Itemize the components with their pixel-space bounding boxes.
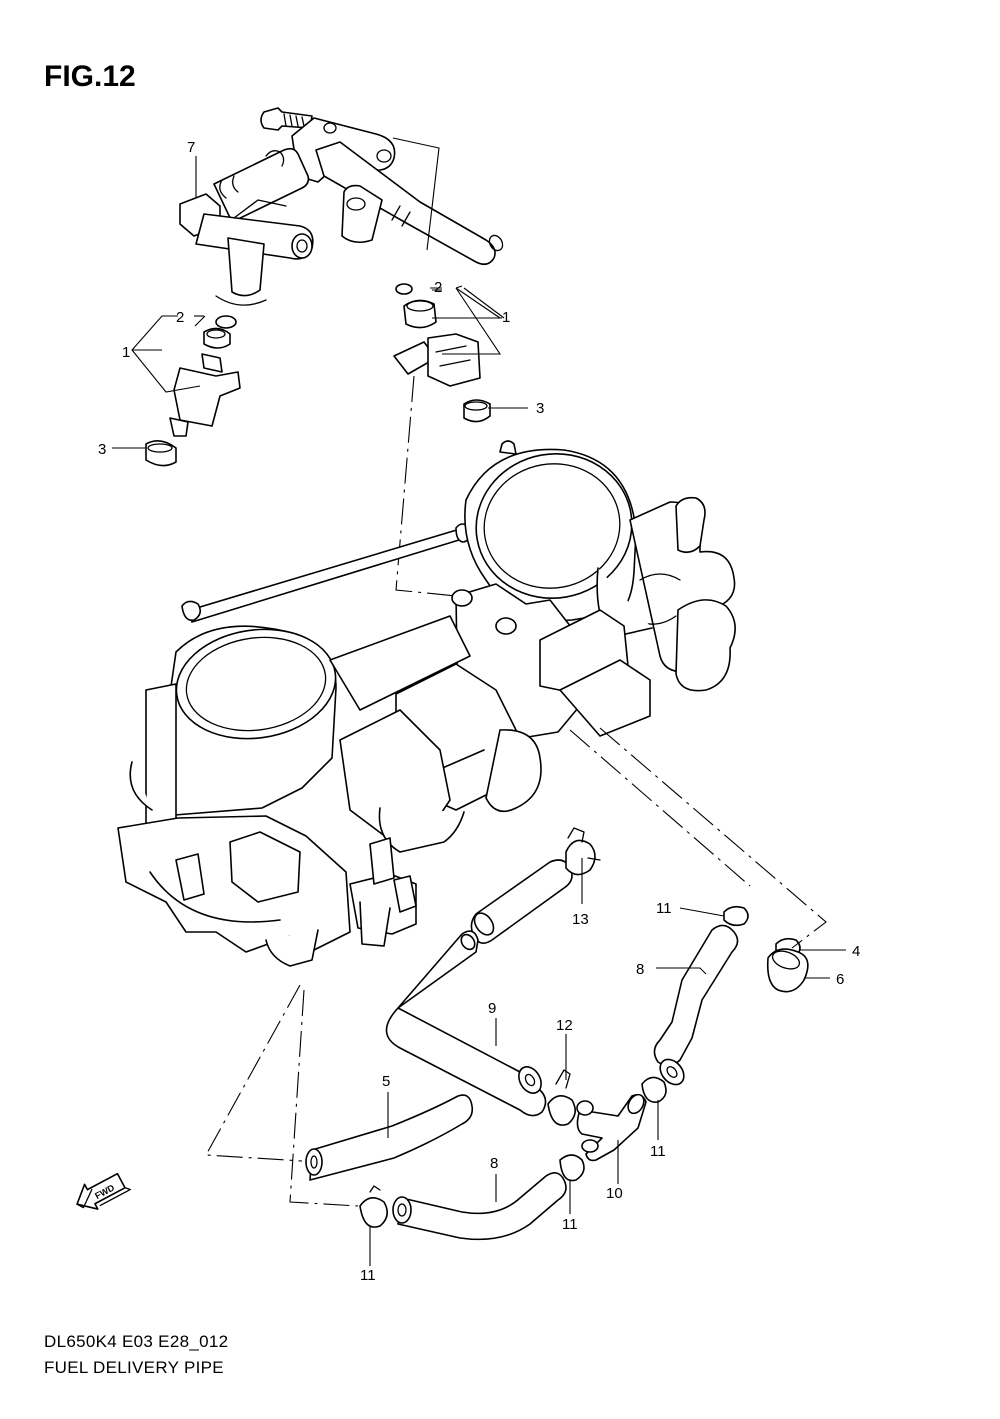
callout-5: 5 — [382, 1073, 390, 1090]
throttle-body-assembly — [117, 440, 736, 967]
callout-7: 7 — [187, 139, 195, 156]
callout-11-bottom: 11 — [360, 1267, 376, 1284]
callout-6: 6 — [836, 971, 844, 988]
figure-title: FIG.12 — [44, 60, 136, 93]
callout-4: 4 — [852, 943, 860, 960]
fuel-hose-8-upper[interactable] — [653, 924, 739, 1089]
figure-code: DL650K4 E03 E28_012 — [44, 1332, 229, 1351]
callout-3-left: 3 — [98, 441, 106, 458]
fuel-hose-9[interactable] — [385, 930, 547, 1117]
cap-6[interactable] — [766, 948, 809, 993]
fuel-hose-5[interactable] — [305, 1094, 474, 1181]
figure-name: FUEL DELIVERY PIPE — [44, 1358, 224, 1377]
callout-8-lower: 8 — [490, 1155, 498, 1172]
callout-10: 10 — [606, 1185, 623, 1202]
clamp-11-low[interactable] — [559, 1154, 585, 1182]
left-injector-group[interactable] — [145, 315, 241, 467]
callout-13: 13 — [572, 911, 589, 928]
callout-12: 12 — [556, 1017, 573, 1034]
callout-8-upper: 8 — [636, 961, 644, 978]
callout-1-right: 1 — [502, 309, 510, 326]
fuel-hose-13[interactable] — [470, 827, 601, 944]
callout-11-mid: 11 — [650, 1143, 666, 1160]
right-injector-group[interactable] — [393, 283, 491, 423]
fuel-hose-8-lower[interactable] — [392, 1172, 567, 1241]
callout-1-left: 1 — [122, 344, 130, 361]
callout-9: 9 — [488, 1000, 496, 1017]
clamp-11-bottom[interactable] — [359, 1197, 388, 1228]
callout-11-top: 11 — [656, 900, 672, 917]
callout-3-right: 3 — [536, 400, 544, 417]
callout-2-right: 2 — [434, 279, 442, 296]
clamp-11-mid[interactable] — [641, 1076, 667, 1103]
clamp-11-top[interactable] — [723, 905, 749, 927]
fuel-delivery-pipe[interactable] — [179, 107, 505, 306]
callout-2-left: 2 — [176, 309, 184, 326]
fwd-arrow-icon: FWD — [76, 1172, 132, 1210]
clamp-12[interactable] — [547, 1095, 576, 1126]
t-joint-10[interactable] — [576, 1092, 647, 1162]
callout-11-low: 11 — [562, 1216, 578, 1233]
